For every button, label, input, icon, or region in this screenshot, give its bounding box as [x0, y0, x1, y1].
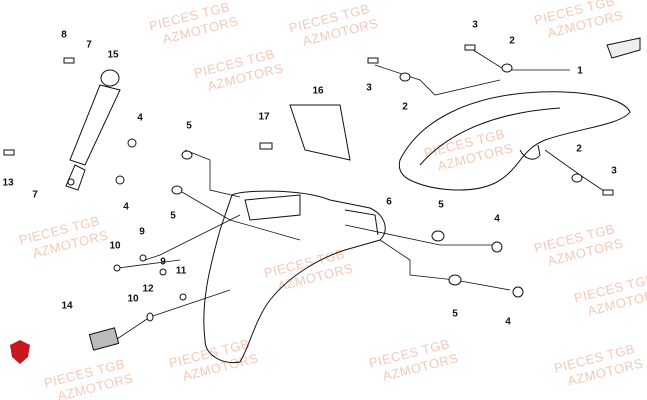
part-number-label: 5: [170, 210, 176, 222]
part-number-label: 4: [505, 316, 511, 328]
part-number-label: 8: [61, 29, 67, 41]
part-number-label: 13: [2, 177, 14, 189]
part-number-label: 4: [494, 213, 500, 225]
part-number-label: 2: [509, 35, 515, 47]
part-number-label: 10: [127, 293, 139, 305]
part-number-label: 4: [137, 112, 143, 124]
part-number-label: 5: [186, 120, 192, 132]
rear-fender: [398, 91, 631, 191]
part-number-label: 9: [139, 226, 145, 238]
mudguard: [203, 190, 386, 364]
part-number-label: 15: [107, 49, 119, 61]
part-number-label: 10: [109, 240, 121, 252]
shock-absorber: [65, 69, 121, 191]
part-number-label: 4: [123, 201, 129, 213]
part-number-label: 3: [611, 165, 617, 177]
part-number-label: 5: [438, 199, 444, 211]
part-number-label: 17: [258, 111, 270, 123]
part-number-label: 11: [175, 265, 187, 277]
part-number-label: 6: [386, 196, 392, 208]
part-number-label: 2: [576, 143, 582, 155]
reflector: [88, 327, 120, 351]
corner-bracket-icon: [606, 37, 641, 59]
part-number-label: 3: [472, 19, 478, 31]
part-number-label: 3: [366, 82, 372, 94]
part-number-label: 9: [160, 256, 166, 268]
part-number-label: 2: [402, 101, 408, 113]
part-number-label: 14: [61, 300, 73, 312]
part-number-label: 7: [86, 39, 92, 51]
part-number-label: 16: [312, 85, 324, 97]
part-number-label: 1: [577, 65, 583, 77]
part-number-label: 5: [452, 308, 458, 320]
bracket: [289, 104, 351, 161]
part-number-label: 7: [32, 189, 38, 201]
part-number-label: 12: [142, 283, 154, 295]
brand-shield-icon: [10, 340, 30, 364]
